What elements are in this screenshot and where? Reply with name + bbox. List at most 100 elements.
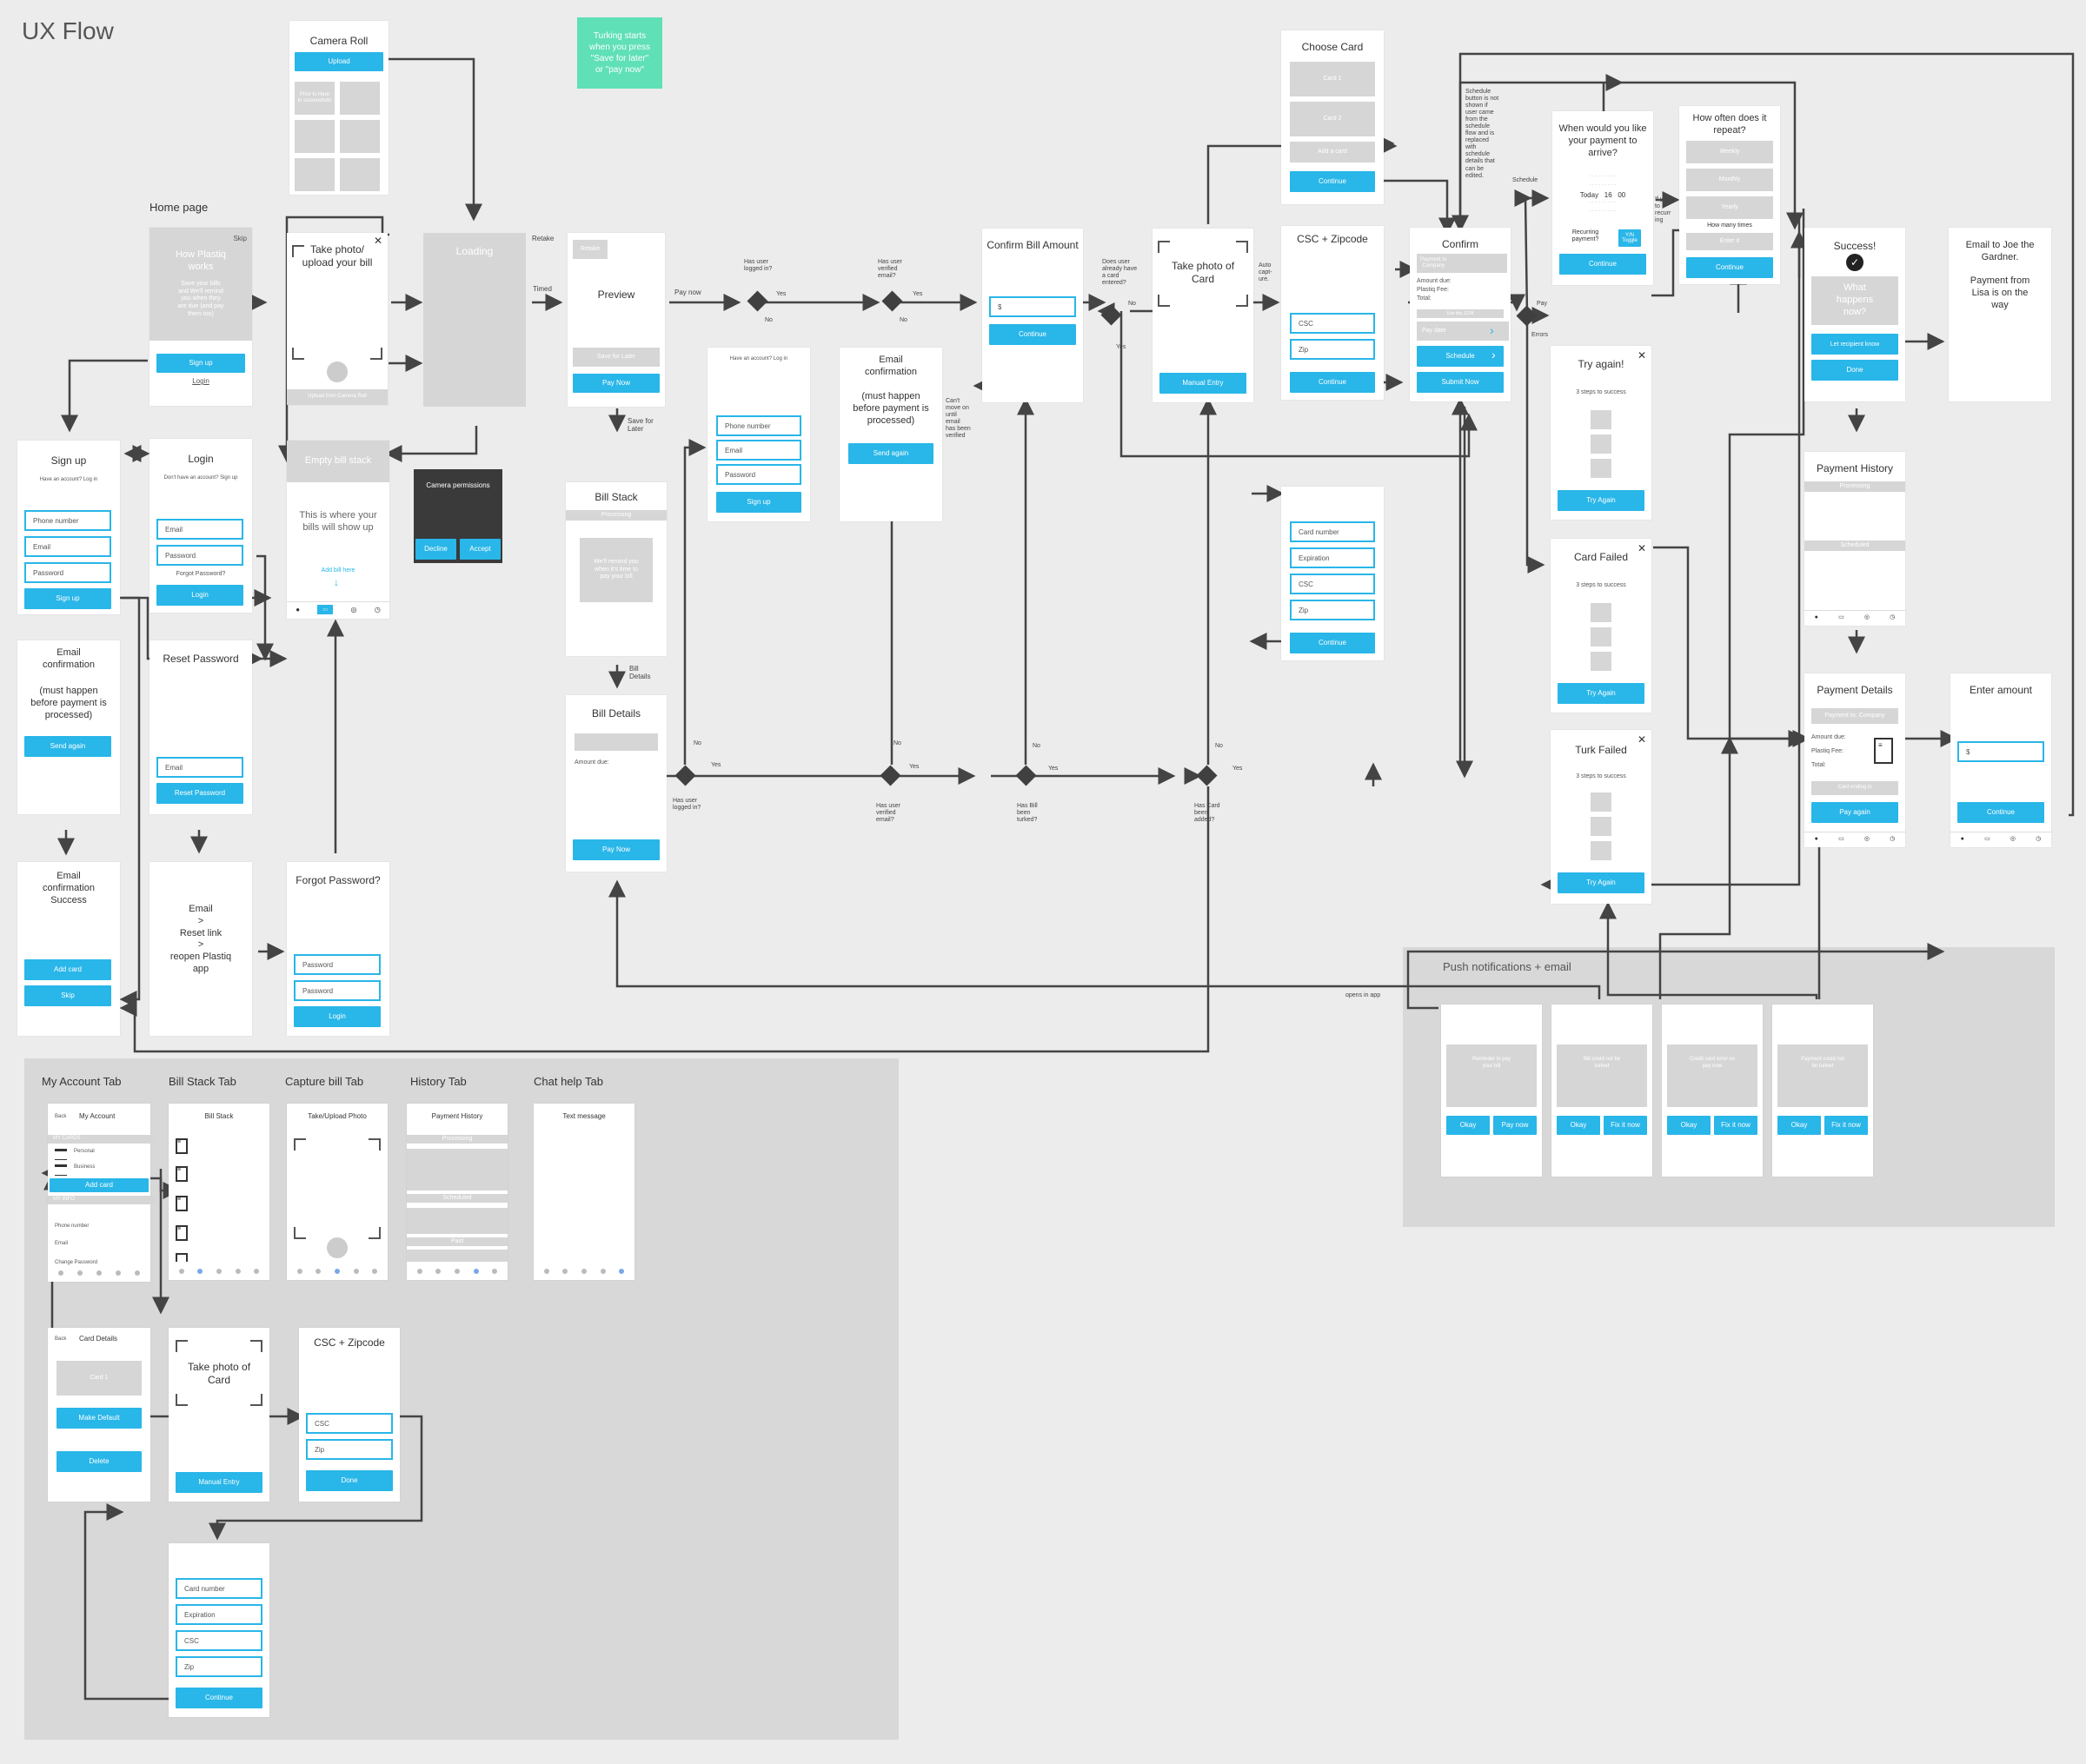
tab-csc-done[interactable]: Done <box>306 1470 393 1491</box>
tab-capture-icon[interactable]: ◎ <box>1863 836 1870 842</box>
tab-card-number-field[interactable]: Card number <box>176 1578 262 1599</box>
try-again-button[interactable]: Try Again <box>1558 490 1644 511</box>
back-link[interactable]: Back <box>55 1336 67 1342</box>
camera-roll-thumb[interactable] <box>340 120 380 153</box>
push-fix-button[interactable]: Fix it now <box>1714 1116 1757 1135</box>
login-password-field[interactable]: Password <box>156 545 243 566</box>
signup-sub[interactable]: Have an account? Log in <box>39 477 98 482</box>
camera-roll-thumb[interactable]: Prior to Here in screenshots <box>295 82 335 115</box>
push-okay-button[interactable]: Okay <box>1446 1116 1490 1135</box>
camera-roll-thumb[interactable] <box>295 120 335 153</box>
push-okay-button[interactable]: Okay <box>1667 1116 1711 1135</box>
login2-sub[interactable]: Have an account? Log in <box>729 356 788 361</box>
payment-details-pay-again[interactable]: Pay again <box>1811 802 1898 823</box>
info-email[interactable]: Email <box>55 1241 69 1246</box>
tab-capture-icon[interactable]: ◎ <box>350 605 357 613</box>
tab-csc-field[interactable]: CSC <box>306 1413 393 1434</box>
login2-password-field[interactable]: Password <box>716 464 801 485</box>
success-done[interactable]: Done <box>1811 360 1898 381</box>
login2-email-field[interactable]: Email <box>716 440 801 461</box>
close-icon[interactable]: ✕ <box>373 235 382 247</box>
preview-pay-now-button[interactable]: Pay Now <box>573 374 660 393</box>
confirm-pay-date[interactable]: Pay date <box>1417 322 1509 341</box>
signup-button[interactable]: Sign up <box>24 588 111 609</box>
push-okay-button[interactable]: Okay <box>1777 1116 1821 1135</box>
forgot-pw-login-button[interactable]: Login <box>294 1006 381 1027</box>
info-change-password[interactable]: Change Password <box>55 1260 98 1265</box>
bill-list-icon[interactable] <box>176 1253 188 1262</box>
upload-from-camera-roll[interactable]: Upload from Camera Roll <box>287 389 388 405</box>
back-link[interactable]: Back <box>55 1114 67 1119</box>
login2-phone-field[interactable]: Phone number <box>716 415 801 436</box>
reset-pw-email-field[interactable]: Email <box>156 757 243 778</box>
card-personal[interactable]: Personal <box>74 1149 95 1154</box>
delete-button[interactable]: Delete <box>56 1451 142 1472</box>
bill-list-icon[interactable]: ≡ <box>176 1225 188 1241</box>
card-failed-button[interactable]: Try Again <box>1558 683 1644 704</box>
turk-failed-button[interactable]: Try Again <box>1558 872 1644 893</box>
choose-card-2[interactable]: Card 2 <box>1290 102 1375 136</box>
choose-card-1[interactable]: Card 1 <box>1290 62 1375 96</box>
tab-account-icon[interactable]: ● <box>296 605 301 613</box>
login-email-field[interactable]: Email <box>156 519 243 540</box>
shutter-button[interactable] <box>327 1237 348 1258</box>
csc-field[interactable]: CSC <box>1290 313 1375 334</box>
confirm-submit[interactable]: Submit Now <box>1417 372 1504 393</box>
add-bill-here[interactable]: Add bill here <box>321 567 355 574</box>
push-fix-button[interactable]: Fix it now <box>1824 1116 1868 1135</box>
csc-field[interactable]: CSC <box>1290 574 1375 594</box>
login-forgot-link[interactable]: Forgot Password? <box>176 571 226 577</box>
enter-amount-field[interactable]: $ <box>1957 741 2044 762</box>
tab-card-continue[interactable]: Continue <box>176 1688 262 1708</box>
zip-field[interactable]: Zip <box>1290 339 1375 360</box>
home-signup-button[interactable]: Sign up <box>156 354 245 373</box>
add-card-button[interactable]: Add card <box>50 1178 149 1192</box>
push-pay-now-button[interactable]: Pay now <box>1493 1116 1537 1135</box>
how-often-continue[interactable]: Continue <box>1686 257 1773 278</box>
hist-row[interactable] <box>407 1149 508 1190</box>
recurring-toggle[interactable]: Y/N Toggle <box>1618 229 1641 247</box>
card-number-field[interactable]: Card number <box>1290 521 1375 542</box>
close-icon[interactable]: ✕ <box>1637 349 1646 361</box>
expiration-field[interactable]: Expiration <box>1290 547 1375 568</box>
tab-csc-field[interactable]: CSC <box>176 1630 262 1651</box>
bill-list-icon[interactable]: ≡ <box>176 1196 188 1211</box>
login-button[interactable]: Login <box>156 585 243 606</box>
repeat-weekly[interactable]: Weekly <box>1686 141 1773 163</box>
home-skip[interactable]: Skip <box>233 235 247 242</box>
decline-button[interactable]: Decline <box>415 539 456 560</box>
forgot-pw-field-2[interactable]: Password <box>294 980 381 1001</box>
confirm-amount-continue[interactable]: Continue <box>989 324 1076 345</box>
signup-phone-field[interactable]: Phone number <box>24 510 111 531</box>
tab-account-icon[interactable]: ● <box>1960 835 1964 842</box>
choose-card-add[interactable]: Add a card <box>1290 142 1375 162</box>
hist-row[interactable] <box>407 1208 508 1234</box>
email-success-skip[interactable]: Skip <box>24 985 111 1006</box>
tab-zip-field[interactable]: Zip <box>176 1656 262 1677</box>
login-sub[interactable]: Don't have an account? Sign up <box>163 475 238 481</box>
email-conf-send-again[interactable]: Send again <box>24 736 111 757</box>
info-phone[interactable]: Phone number <box>55 1224 90 1229</box>
home-login-link[interactable]: Login <box>192 377 209 385</box>
tab-capture-icon[interactable]: ◎ <box>1863 614 1870 620</box>
close-icon[interactable]: ✕ <box>1637 542 1646 554</box>
confirm-amount-field[interactable]: $ <box>989 296 1076 317</box>
csc-zip-continue[interactable]: Continue <box>1290 372 1375 393</box>
bill-details-pay-now[interactable]: Pay Now <box>573 839 660 860</box>
login2-signup-button[interactable]: Sign up <box>716 492 801 513</box>
forgot-pw-field[interactable]: Password <box>294 954 381 975</box>
date-picker[interactable]: · · · · · · · · · · · · · · · · · · Toda… <box>1579 174 1626 214</box>
push-fix-button[interactable]: Fix it now <box>1604 1116 1647 1135</box>
camera-roll-thumb[interactable] <box>295 158 335 191</box>
tab-billstack-icon[interactable]: ▭ <box>1984 836 1990 842</box>
signup-email-field[interactable]: Email <box>24 536 111 557</box>
close-icon[interactable]: ✕ <box>1637 733 1646 746</box>
enter-times[interactable]: Enter # <box>1686 233 1773 250</box>
tab-expiration-field[interactable]: Expiration <box>176 1604 262 1625</box>
card-business[interactable]: Business <box>74 1164 96 1170</box>
bill-list-icon[interactable]: ≡ <box>176 1166 188 1182</box>
shutter-button[interactable] <box>327 361 348 382</box>
signup-password-field[interactable]: Password <box>24 562 111 583</box>
bill-list-icon[interactable]: ≡ <box>176 1138 188 1154</box>
tab-billstack-icon[interactable]: ▭ <box>317 604 334 614</box>
